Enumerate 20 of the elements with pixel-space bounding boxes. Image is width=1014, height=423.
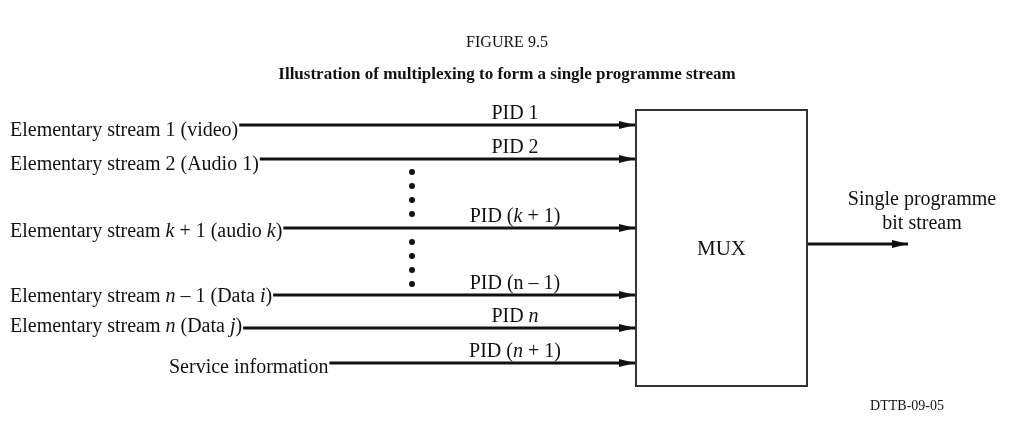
edge-label: PID (k + 1) [469,204,561,226]
stream-label: Elementary stream n (Data j) [10,313,243,337]
figure-number: FIGURE 9.5 [465,33,549,51]
stream-label: Elementary stream k + 1 (audio k) [10,218,283,242]
stream-label: Elementary stream 1 (video) [10,117,239,141]
arrow [259,155,635,163]
arrow [239,121,635,129]
stream-label: Service information [169,354,329,378]
stream-label: Elementary stream n – 1 (Data i) [10,283,273,307]
arrow [329,359,635,367]
figure-code: DTTB-09-05 [870,398,944,414]
arrow [273,291,635,299]
arrow [243,324,635,332]
edge-label: PID (n – 1) [469,271,561,293]
mux-box: MUX [635,109,808,387]
arrow [283,224,635,232]
arrow [808,240,908,248]
stream-label: Elementary stream 2 (Audio 1) [10,151,259,175]
edge-label: PID (n + 1) [469,339,561,361]
figure-title: Illustration of multiplexing to form a single programme stream [277,64,737,84]
